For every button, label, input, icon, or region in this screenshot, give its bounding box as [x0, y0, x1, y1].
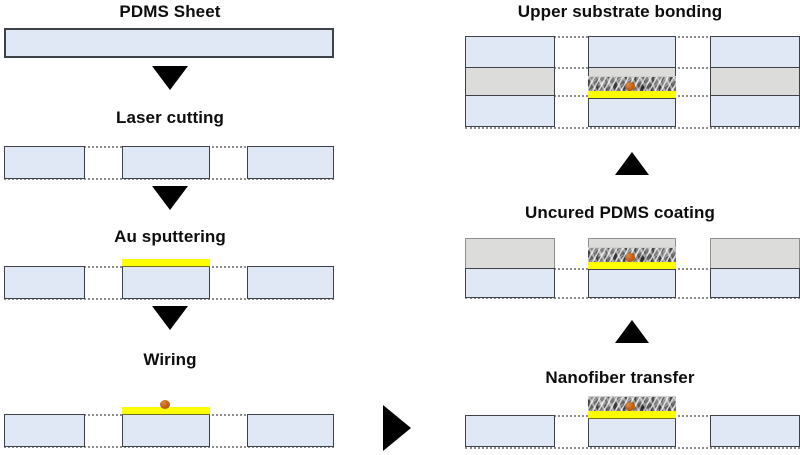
coat-center-pdms: [588, 269, 676, 298]
wire-contact-dot: [160, 400, 170, 409]
laser-block-right: [247, 146, 334, 179]
guide-line-transfer-bottom: [465, 447, 800, 449]
guide-line-coat-bottom: [465, 297, 800, 299]
transfer-block-center: [588, 415, 676, 447]
coat-left-pdms: [465, 268, 555, 298]
coat-center-wire-contact-dot: [625, 253, 635, 262]
coat-left-uncured-pdms: [465, 238, 555, 269]
pdms-sheet-block: [4, 28, 334, 58]
transfer-wire-contact-dot: [625, 402, 635, 411]
bond-left-uncured-pdms: [465, 67, 555, 96]
bond-right-top-pdms: [710, 36, 800, 68]
laser-block-center: [122, 146, 210, 179]
bond-center-bottom-pdms: [588, 98, 676, 127]
wiring-electrode-layer: [122, 407, 210, 415]
step-label-pdms-sheet: PDMS Sheet: [119, 2, 221, 21]
au-block-left: [4, 266, 85, 299]
step-label-au-sputtering: Au sputtering: [114, 227, 226, 246]
step-label-laser-cutting: Laser cutting: [115, 108, 225, 127]
bond-left-top-pdms: [465, 36, 555, 68]
step-label-upper-substrate-bonding: Upper substrate bonding: [517, 2, 723, 21]
bond-right-uncured-pdms: [710, 67, 800, 96]
guide-line-wiring-bottom: [4, 446, 334, 448]
au-electrode-layer: [122, 259, 210, 267]
step-label-wiring: Wiring: [143, 350, 197, 369]
au-block-right: [247, 266, 334, 299]
arrow-right-column-link-icon: [383, 405, 411, 451]
coat-right-uncured-pdms: [710, 238, 800, 269]
au-block-center: [122, 266, 210, 299]
bond-center-electrode-layer: [588, 91, 676, 99]
wiring-block-right: [247, 414, 334, 447]
wiring-block-left: [4, 414, 85, 447]
step-label-nanofiber-transfer: Nanofiber transfer: [545, 368, 695, 387]
guide-line-laser-bottom: [4, 178, 334, 180]
transfer-block-right: [710, 415, 800, 447]
step-label-uncured-pdms-coating: Uncured PDMS coating: [525, 203, 715, 222]
laser-block-left: [4, 146, 85, 179]
transfer-electrode-layer: [588, 411, 676, 419]
arrow-up-1-icon: [615, 152, 649, 175]
arrow-down-2-icon: [152, 186, 188, 210]
guide-line-bond-bottom: [465, 127, 800, 129]
arrow-down-1-icon: [152, 66, 188, 90]
bond-center-wire-contact-dot: [625, 82, 635, 91]
bond-center-top-pdms: [588, 36, 676, 68]
bond-left-bottom-pdms: [465, 95, 555, 127]
arrow-up-2-icon: [615, 320, 649, 343]
wiring-block-center: [122, 414, 210, 447]
arrow-down-3-icon: [152, 306, 188, 330]
guide-line-au-bottom: [4, 298, 334, 300]
bond-right-bottom-pdms: [710, 95, 800, 127]
transfer-block-left: [465, 415, 555, 447]
coat-right-pdms: [710, 268, 800, 298]
